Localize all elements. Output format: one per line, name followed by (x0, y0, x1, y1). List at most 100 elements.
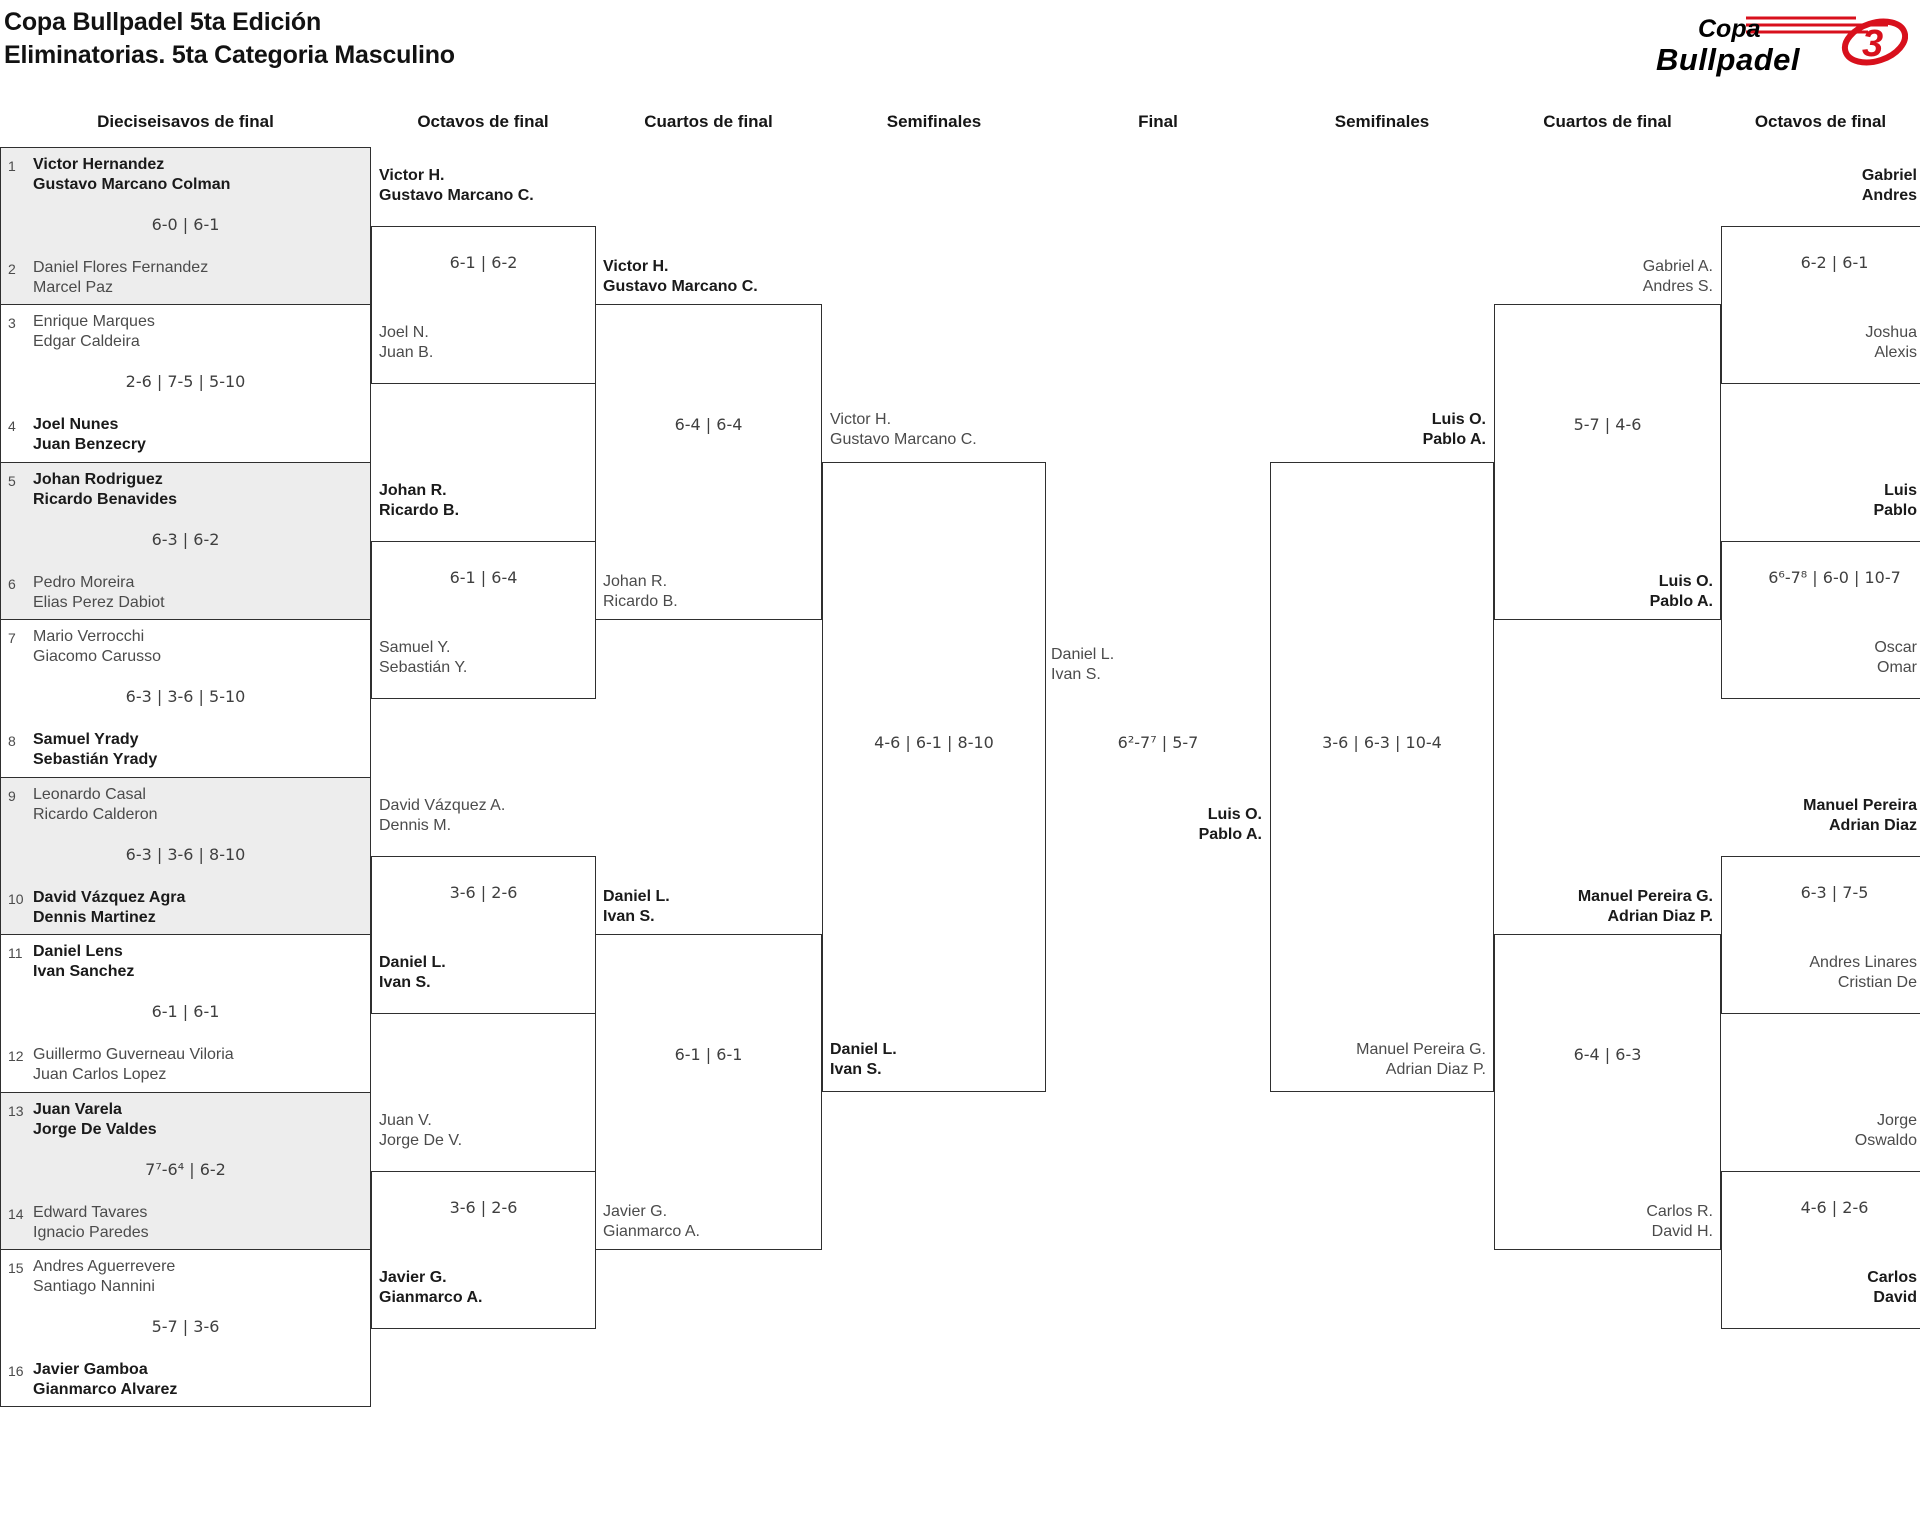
team-name: Carlos R. David H. (1646, 1203, 1713, 1240)
match-box (0, 1092, 371, 1250)
match-score: 6-1 | 6-4 (449, 568, 518, 587)
tournament-title: Copa Bullpadel 5ta Edición Eliminatorias… (4, 6, 455, 72)
team-name: Victor Hernandez Gustavo Marcano Colman (33, 156, 231, 193)
tournament-title-line2: Eliminatorias. 5ta Categoria Masculino (4, 41, 455, 69)
match-score: 5-7 | 4-6 (1573, 415, 1642, 434)
team-name: Mario Verrocchi Giacomo Carusso (33, 628, 162, 665)
match-box (371, 856, 596, 1014)
match-score: 2-6 | 7-5 | 5-10 (125, 372, 246, 391)
match-score: 6⁶-7⁸ | 6-0 | 10-7 (1768, 568, 1901, 587)
team-name: Daniel Lens Ivan Sanchez (33, 943, 135, 980)
team-name: Victor H. Gustavo Marcano C. (379, 167, 534, 204)
match-score: 4-6 | 2-6 (1800, 1198, 1869, 1217)
round-header-qf-left: Cuartos de final (644, 112, 773, 131)
match-box (0, 619, 371, 778)
round-header-r16-right: Octavos de final (1754, 112, 1887, 131)
team-name: Oscar Omar (1874, 639, 1917, 676)
round-header-sf-right: Semifinales (1334, 112, 1430, 131)
match-score: 6-2 | 6-1 (1800, 253, 1869, 272)
match-score: 7⁷-6⁴ | 6-2 (145, 1160, 226, 1179)
seed-number: 9 (8, 788, 16, 804)
team-name: Luis Pablo (1873, 482, 1917, 519)
team-name: Guillermo Guverneau Viloria Juan Carlos … (33, 1046, 234, 1083)
team-name: Pedro Moreira Elias Perez Dabiot (33, 574, 165, 611)
match-box (0, 462, 371, 620)
team-name: Gabriel Andres (1861, 167, 1917, 204)
team-name: Andres Aguerrevere Santiago Nannini (33, 1258, 176, 1295)
match-score: 6-3 | 7-5 (1800, 883, 1869, 902)
team-name: Daniel L. Ivan S. (830, 1041, 897, 1078)
team-name: Daniel L. Ivan S. (379, 954, 446, 991)
match-score: 4-6 | 6-1 | 8-10 (874, 733, 994, 752)
match-box (0, 934, 371, 1093)
match-box (371, 541, 596, 699)
match-score: 6-3 | 3-6 | 8-10 (125, 845, 246, 864)
seed-number: 13 (8, 1103, 24, 1119)
match-box (1270, 462, 1494, 1092)
match-score: 6-4 | 6-4 (674, 415, 743, 434)
match-score: 3-6 | 2-6 (449, 1198, 518, 1217)
match-box (1494, 304, 1721, 620)
team-name: Luis O. Pablo A. (1198, 806, 1262, 843)
match-box (1721, 226, 1920, 384)
team-name: Luis O. Pablo A. (1422, 411, 1486, 448)
round-header-final: Final (1138, 112, 1178, 131)
team-name: David Vázquez Agra Dennis Martinez (33, 889, 186, 926)
team-name: Victor H. Gustavo Marcano C. (830, 411, 977, 448)
logo-ball-ring-icon (1841, 18, 1908, 66)
team-name: Luis O. Pablo A. (1649, 573, 1713, 610)
seed-number: 6 (8, 576, 16, 592)
team-name: Carlos David (1867, 1269, 1917, 1306)
seed-number: 2 (8, 261, 16, 277)
seed-number: 7 (8, 630, 16, 646)
seed-number: 15 (8, 1260, 24, 1276)
round-header-sf-left: Semifinales (886, 112, 982, 131)
match-score: 6-4 | 6-3 (1573, 1045, 1642, 1064)
team-name: Joel N. Juan B. (379, 324, 434, 361)
round-header-qf-right: Cuartos de final (1543, 112, 1672, 131)
logo-word-bullpadel: Bullpadel (1656, 42, 1801, 77)
match-box (0, 147, 371, 305)
seed-number: 8 (8, 733, 16, 749)
match-score: 6-3 | 6-2 (151, 530, 220, 549)
match-score: 3-6 | 6-3 | 10-4 (1322, 733, 1442, 752)
seed-number: 12 (8, 1048, 24, 1064)
logo-ball-glyph-icon: 3 (1862, 23, 1883, 65)
match-box (0, 777, 371, 935)
team-name: Victor H. Gustavo Marcano C. (603, 258, 758, 295)
seed-number: 4 (8, 418, 16, 434)
team-name: Joel Nunes Juan Benzecry (33, 416, 146, 453)
match-score: 6-0 | 6-1 (151, 215, 220, 234)
team-name: Javier G. Gianmarco A. (603, 1203, 700, 1240)
team-name: Javier G. Gianmarco A. (379, 1269, 483, 1306)
seed-number: 14 (8, 1206, 24, 1222)
match-box (595, 934, 822, 1250)
copa-bullpadel-logo: Copa Bullpadel 3 (1656, 15, 1908, 77)
match-box (822, 462, 1046, 1092)
logo-word-copa: Copa (1698, 15, 1761, 43)
team-name: Gabriel A. Andres S. (1642, 258, 1713, 295)
team-name: Edward Tavares Ignacio Paredes (33, 1204, 149, 1241)
team-name: David Vázquez A. Dennis M. (379, 797, 506, 834)
match-score: 6-1 | 6-1 (674, 1045, 743, 1064)
team-name: Juan Varela Jorge De Valdes (33, 1101, 157, 1138)
seed-number: 16 (8, 1363, 24, 1379)
match-score: 6-1 | 6-2 (449, 253, 518, 272)
team-name: Samuel Yrady Sebastián Yrady (33, 731, 158, 768)
match-score: 3-6 | 2-6 (449, 883, 518, 902)
team-name: Manuel Pereira Adrian Diaz (1803, 797, 1917, 834)
match-box (595, 304, 822, 620)
team-name: Manuel Pereira G. Adrian Diaz P. (1577, 888, 1713, 925)
team-name: Juan V. Jorge De V. (379, 1112, 463, 1149)
seed-number: 5 (8, 473, 16, 489)
match-box (0, 1249, 371, 1407)
team-name: Daniel Flores Fernandez Marcel Paz (33, 259, 209, 296)
match-box (1721, 856, 1920, 1014)
round-header-r16-left: Octavos de final (417, 112, 549, 131)
team-name: Leonardo Casal Ricardo Calderon (33, 786, 158, 823)
team-name: Johan Rodriguez Ricardo Benavides (33, 471, 178, 508)
team-name: Andres Linares Cristian De (1809, 954, 1917, 991)
match-box (371, 226, 596, 384)
team-name: Johan R. Ricardo B. (603, 573, 678, 610)
